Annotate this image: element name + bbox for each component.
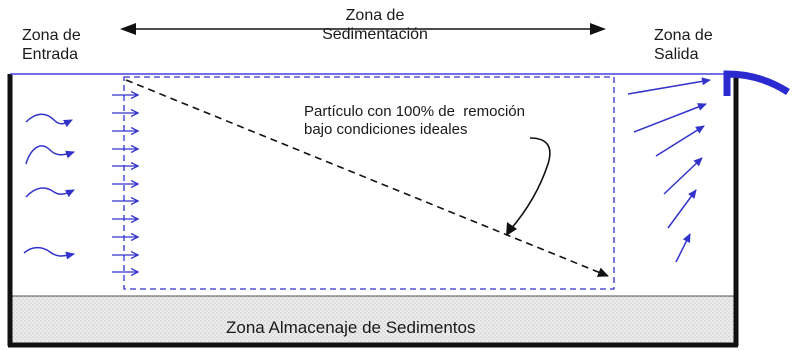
particle-trajectory-arrow [125, 79, 609, 277]
sediment-storage-zone [10, 296, 736, 344]
tank-walls [7, 74, 739, 348]
inlet-zone-label: Zona de Entrada [22, 26, 81, 64]
settling-zone-line2: Sedimentación [322, 26, 428, 43]
settling-zone-line1: Zona de [345, 7, 405, 24]
particle-note-line2: bajo condiciones ideales [304, 121, 468, 138]
outlet-zone-label: Zona de Salida [654, 26, 713, 64]
storage-zone-label: Zona Almacenaje de Sedimentos [226, 318, 476, 337]
note-leader-arrow [509, 137, 551, 231]
inlet-zone-line1: Zona de [22, 27, 81, 44]
particle-note: Partículo con 100% de remoción bajo cond… [304, 103, 525, 139]
inlet-zone-line2: Entrada [22, 46, 79, 63]
settling-zone-double-arrow [120, 23, 606, 35]
inlet-flow-arrows [23, 113, 75, 260]
particle-note-line1: Partículo con 100% de remoción [304, 103, 525, 120]
outlet-zone-line2: Salida [654, 46, 699, 63]
settling-zone-label: Zona de Sedimentación [300, 6, 450, 44]
inlet-baffle-arrows [112, 95, 138, 272]
outlet-weir [723, 70, 790, 96]
outlet-flow-arrows [627, 77, 711, 263]
outlet-zone-line1: Zona de [654, 27, 713, 44]
settling-zone-boundary [123, 76, 615, 290]
